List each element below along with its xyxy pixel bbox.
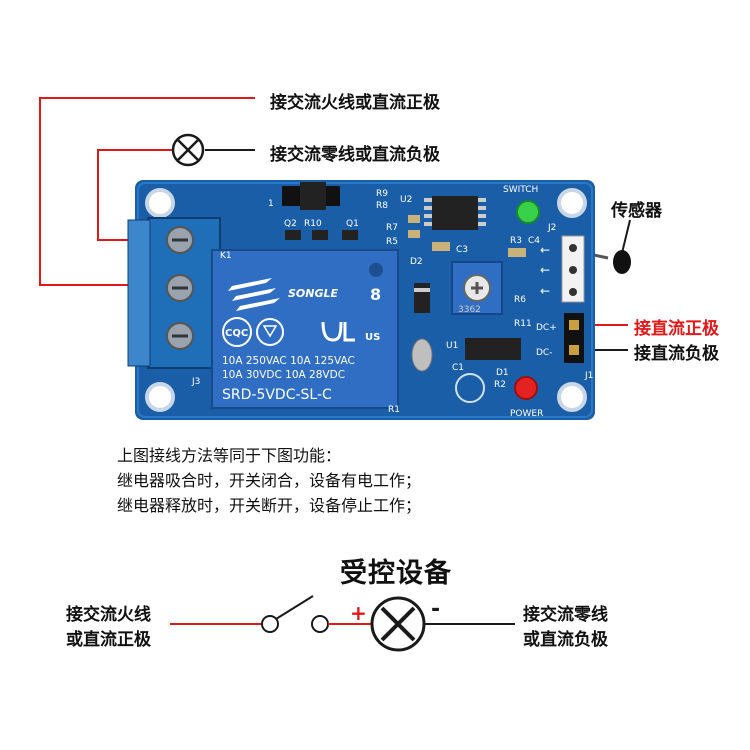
- silk-r5: R5: [386, 237, 398, 247]
- jumper-header: [282, 182, 340, 210]
- silk-d2: D2: [410, 257, 423, 267]
- songle-logo-icon: [228, 278, 280, 311]
- silk-c1: C1: [452, 363, 464, 373]
- sensor-pointer: [621, 219, 631, 254]
- silk-q1: Q1: [346, 219, 359, 229]
- label-dc-pos: 接直流正极: [634, 319, 719, 339]
- label-sensor: 传感器: [611, 201, 662, 221]
- switch-icon: [261, 595, 329, 633]
- cqc-text: CQC: [225, 328, 248, 339]
- silk-j3: J3: [191, 377, 200, 387]
- silk-r11: R11: [514, 319, 532, 329]
- controlled-device-title: 受控设备: [340, 558, 452, 589]
- bottom-right-line-1: 接交流零线: [523, 605, 608, 625]
- silk-j1: J1: [584, 371, 593, 381]
- relay: SONGLE 8 CQC US 10A 250VAC 10A 125VAC: [211, 249, 399, 409]
- silk-d1: D1: [496, 368, 509, 378]
- bottom-right-line-2: 或直流负极: [523, 630, 608, 650]
- label-ac-live: 接交流火线或直流正极: [270, 93, 440, 113]
- desc-line-3: 继电器释放时，开关断开，设备停止工作；: [117, 496, 422, 515]
- silk-r3: R3: [510, 236, 522, 246]
- silk-r6: R6: [514, 295, 526, 305]
- silk-q2: Q2: [284, 219, 297, 229]
- relay-brand: SONGLE: [288, 287, 339, 300]
- silk-dc-minus: DC-: [536, 348, 552, 358]
- ic-u2: [424, 196, 486, 230]
- silk-r8: R8: [376, 201, 388, 211]
- silk-r7: R7: [386, 223, 398, 233]
- silk-u2: U2: [400, 195, 412, 205]
- silk-one: 1: [268, 199, 274, 209]
- sensor-header: [561, 235, 585, 303]
- power-led: [514, 376, 538, 400]
- relay-rating-2: 10A 30VDC 10A 28VDC: [222, 369, 345, 381]
- neutral-wire-red: [97, 149, 172, 241]
- silk-r1: R1: [388, 405, 400, 415]
- silk-u1: U1: [446, 341, 458, 351]
- top-lamp-icon: [171, 133, 205, 167]
- sensor-icon: [613, 250, 631, 274]
- silk-power: POWER: [510, 409, 543, 419]
- svg-text:←: ←: [540, 284, 550, 298]
- label-dc-neg: 接直流负极: [634, 344, 719, 364]
- live-wire: [39, 97, 255, 286]
- relay-model: SRD-5VDC-SL-C: [222, 387, 332, 403]
- potentiometer: [451, 261, 503, 315]
- ce-mark-icon: [256, 318, 284, 346]
- switch-led: [516, 200, 540, 224]
- minus-sign: -: [431, 597, 440, 622]
- plus-sign: +: [350, 601, 367, 625]
- desc-line-1: 上图接线方法等同于下图功能：: [117, 446, 342, 465]
- ul-mark-icon: [321, 321, 355, 342]
- silk-k1: K1: [220, 251, 232, 261]
- bottom-left-line-2: 或直流正极: [66, 630, 151, 650]
- silk-r9: R9: [376, 189, 388, 199]
- pot-code: 3362: [458, 305, 481, 315]
- silk-switch: SWITCH: [503, 185, 538, 195]
- silk-j2: J2: [547, 223, 556, 233]
- svg-text:←: ←: [540, 263, 550, 277]
- relay-module-board: SONGLE 8 CQC US 10A 250VAC 10A 125VAC: [127, 180, 595, 420]
- desc-line-2: 继电器吸合时，开关闭合，设备有电工作；: [117, 471, 422, 490]
- bottom-lamp-icon: [370, 596, 426, 652]
- bottom-left-line-1: 接交流火线: [66, 605, 151, 625]
- silk-c4: C4: [528, 236, 540, 246]
- us-text: US: [365, 332, 380, 343]
- label-ac-neutral: 接交流零线或直流负极: [270, 145, 440, 165]
- dc-header: [564, 313, 584, 363]
- screw-terminal: [127, 217, 221, 369]
- silk-c3: C3: [456, 245, 468, 255]
- silk-r2: R2: [494, 380, 506, 390]
- relay-digit: 8: [370, 285, 381, 304]
- silk-r10: R10: [304, 219, 322, 229]
- svg-text:←: ←: [540, 243, 550, 257]
- relay-rating-1: 10A 250VAC 10A 125VAC: [222, 355, 355, 367]
- cqc-mark-icon: [222, 317, 252, 347]
- silk-dc-plus: DC+: [536, 323, 557, 333]
